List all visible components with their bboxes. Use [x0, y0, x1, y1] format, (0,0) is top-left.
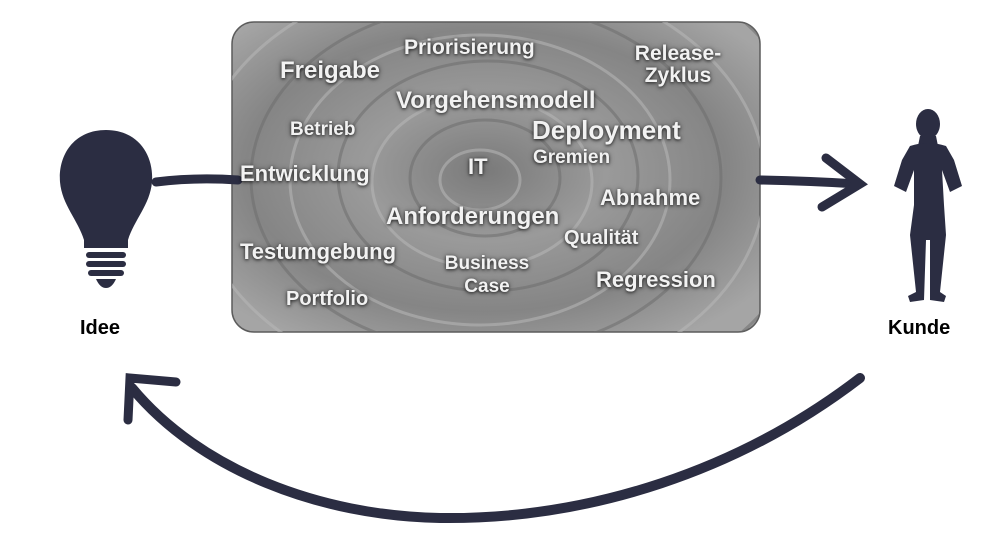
word-regression: Regression [596, 267, 716, 292]
feedback-arrow [123, 373, 865, 524]
lightbulb-icon [59, 130, 153, 288]
word-business-case: Business Case [432, 254, 542, 297]
process-box [231, 21, 761, 333]
word-business-line1: Business [444, 253, 530, 274]
customer-label: Kunde [888, 317, 951, 339]
word-priorisierung: Priorisierung [404, 36, 535, 59]
swirl-texture [232, 22, 760, 332]
word-gremien: Gremien [533, 147, 611, 168]
word-it: IT [468, 154, 488, 179]
word-betrieb: Betrieb [290, 119, 356, 140]
word-deployment: Deployment [532, 115, 681, 145]
word-entwicklung: Entwicklung [240, 161, 370, 186]
word-portfolio: Portfolio [286, 288, 369, 310]
idea-label: Idee [80, 317, 121, 339]
arrow-process-to-customer [755, 153, 868, 212]
word-abnahme: Abnahme [600, 185, 701, 210]
word-release-line1: Release- [634, 42, 722, 65]
word-release-line2: Zyklus [644, 64, 712, 88]
word-qualitaet: Qualität [564, 227, 639, 249]
word-freigabe: Freigabe [280, 57, 381, 84]
word-business-line2: Case [464, 275, 510, 297]
arrow-idea-to-process [151, 174, 243, 187]
word-release-zyklus: Release- Zyklus [622, 42, 734, 88]
word-vorgehensmodell: Vorgehensmodell [396, 87, 596, 114]
word-anforderungen: Anforderungen [386, 203, 560, 230]
person-silhouette-icon [894, 109, 962, 302]
word-testumgebung: Testumgebung [240, 239, 397, 264]
